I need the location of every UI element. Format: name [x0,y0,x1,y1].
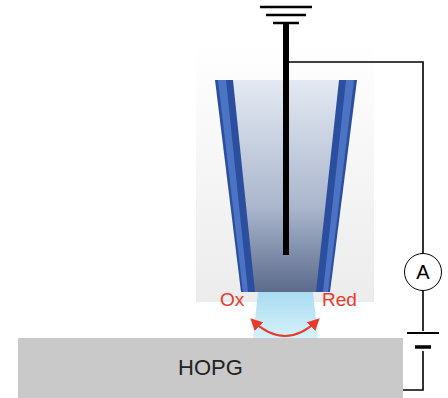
substrate-box: HOPG [18,338,403,398]
ground-symbol [260,7,312,23]
node-text: A [416,261,429,284]
battery-symbol [407,332,439,334]
ammeter-symbol: A [404,253,442,291]
wire [289,62,423,253]
droplet [253,292,318,338]
electrode-wire [283,23,289,255]
battery-symbol [415,345,431,349]
node-text: HOPG [178,355,243,381]
reaction-label: Red [322,289,357,311]
reaction-label: Ox [220,289,244,311]
redox-arrow [252,320,318,336]
